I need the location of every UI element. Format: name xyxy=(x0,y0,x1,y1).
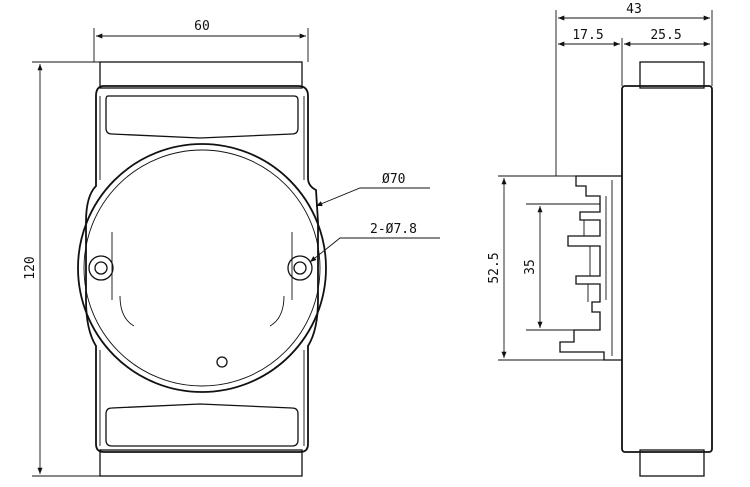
lower-label-window xyxy=(105,403,299,447)
side-view: 43 17.5 25.5 52.5 35 xyxy=(487,2,713,477)
side-top-cap xyxy=(639,61,705,89)
dim-height: 120 xyxy=(23,61,100,477)
dim-depth-split: 17.5 25.5 xyxy=(558,28,710,86)
dim-height-label: 120 xyxy=(23,256,38,279)
dim-rail-inner: 35 xyxy=(523,203,600,331)
round-face-outer xyxy=(77,143,327,393)
bottom-tab xyxy=(99,449,303,477)
leader-mount-holes: 2-Ø7.8 xyxy=(309,222,440,263)
depth-total-label: 43 xyxy=(626,2,642,17)
indicator-hole xyxy=(216,356,228,368)
housing-outline xyxy=(85,85,319,453)
rail-height-label: 52.5 xyxy=(487,252,502,283)
right-mount-hole xyxy=(287,255,313,281)
left-mount-hole xyxy=(88,255,114,281)
rail-inner-label: 35 xyxy=(523,259,538,275)
dim-depth-total: 43 xyxy=(555,2,713,176)
mount-holes-label: 2-Ø7.8 xyxy=(370,222,417,237)
front-view: 60 120 Ø70 2-Ø7.8 xyxy=(23,19,440,477)
dim-width-label: 60 xyxy=(194,19,210,34)
depth-right-label: 25.5 xyxy=(650,28,681,43)
top-tab xyxy=(99,61,303,89)
dim-rail-height: 52.5 xyxy=(487,175,604,361)
side-body xyxy=(621,85,713,453)
depth-left-label: 17.5 xyxy=(572,28,603,43)
leader-diameter: Ø70 xyxy=(315,172,430,207)
upper-label-window xyxy=(105,95,299,139)
side-bottom-cap xyxy=(639,449,705,477)
dim-width: 60 xyxy=(93,19,309,62)
diameter-label: Ø70 xyxy=(382,172,405,187)
din-clip xyxy=(559,175,622,361)
round-face-inner xyxy=(83,149,321,387)
